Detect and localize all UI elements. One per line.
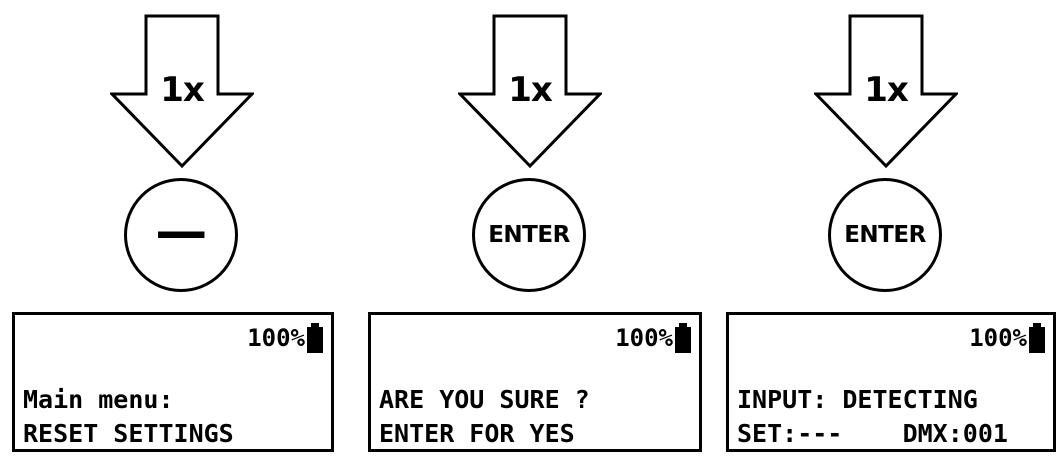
battery-level: 100% xyxy=(615,324,673,352)
step-3: 1x ENTER 100% INPUT: DETECTING SET:--- D… xyxy=(716,0,1056,462)
battery-level: 100% xyxy=(247,324,305,352)
battery-icon xyxy=(1029,323,1045,353)
lcd-display: 100% ARE YOU SURE ? ENTER FOR YES xyxy=(368,312,702,452)
lcd-status-bar: 100% xyxy=(247,323,323,353)
press-count-label: 1x xyxy=(864,70,909,110)
press-count-label: 1x xyxy=(160,70,205,110)
battery-level: 100% xyxy=(969,324,1027,352)
down-arrow-icon xyxy=(458,14,602,168)
lcd-status-bar: 100% xyxy=(969,323,1045,353)
minus-button[interactable]: — xyxy=(124,178,238,292)
lcd-line-1: ARE YOU SURE ? xyxy=(379,385,590,414)
enter-button-label: ENTER xyxy=(844,222,926,248)
down-arrow-icon xyxy=(814,14,958,168)
lcd-display: 100% Main menu: RESET SETTINGS xyxy=(12,312,334,452)
enter-button-label: ENTER xyxy=(488,222,570,248)
lcd-line-2: SET:--- DMX:001 xyxy=(737,419,1008,448)
lcd-line-2: ENTER FOR YES xyxy=(379,419,575,448)
lcd-status-bar: 100% xyxy=(615,323,691,353)
step-2: 1x ENTER 100% ARE YOU SURE ? ENTER FOR Y… xyxy=(358,0,702,462)
down-arrow-icon xyxy=(110,14,254,168)
lcd-display: 100% INPUT: DETECTING SET:--- DMX:001 xyxy=(726,312,1056,452)
battery-icon xyxy=(307,323,323,353)
press-count-label: 1x xyxy=(508,70,553,110)
lcd-line-2: RESET SETTINGS xyxy=(23,419,234,448)
lcd-line-1: Main menu: xyxy=(23,385,174,414)
lcd-line-1: INPUT: DETECTING xyxy=(737,385,978,414)
battery-icon xyxy=(675,323,691,353)
minus-button-label: — xyxy=(155,202,207,262)
enter-button[interactable]: ENTER xyxy=(472,178,586,292)
step-1: 1x — 100% Main menu: RESET SETTINGS xyxy=(0,0,340,462)
enter-button[interactable]: ENTER xyxy=(828,178,942,292)
